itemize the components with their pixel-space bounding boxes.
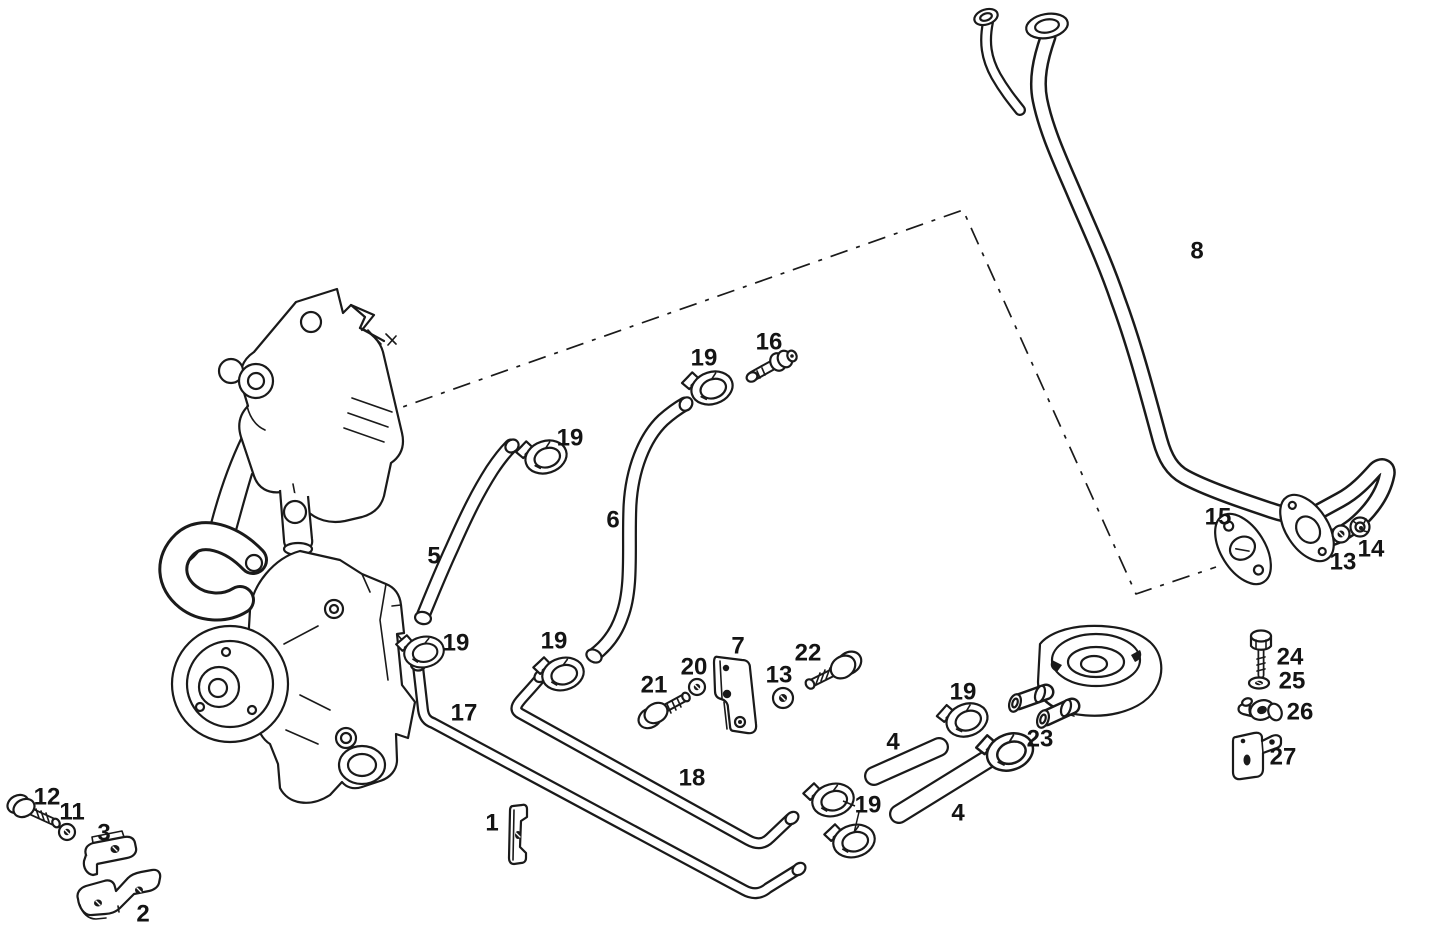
housing-bolt-hole bbox=[299, 310, 323, 334]
bolt-21 bbox=[637, 691, 691, 730]
washer-11 bbox=[57, 822, 77, 842]
clip-1 bbox=[507, 803, 529, 866]
hose-4a bbox=[864, 737, 949, 786]
callout-leader-19 bbox=[853, 811, 860, 834]
oil-cooler bbox=[1007, 624, 1163, 729]
callout-21-25: 21 bbox=[641, 671, 668, 698]
callout-leader-19 bbox=[842, 800, 856, 807]
callout-27-31: 27 bbox=[1270, 743, 1297, 770]
callout-11-9: 11 bbox=[59, 798, 84, 825]
callout-13-11: 13 bbox=[766, 661, 793, 688]
clamp-19-c bbox=[530, 647, 589, 698]
callout-19-18: 19 bbox=[557, 424, 584, 451]
callout-8-8: 8 bbox=[1190, 237, 1203, 264]
callout-19-19: 19 bbox=[691, 344, 718, 371]
callout-2-1: 2 bbox=[136, 900, 149, 927]
callout-4-3: 4 bbox=[886, 728, 900, 755]
clamp-19-f bbox=[800, 773, 859, 824]
bracket-2 bbox=[76, 868, 162, 920]
callout-16-15: 16 bbox=[756, 328, 783, 355]
washer-13-mid bbox=[771, 686, 795, 710]
pipe-8-flange bbox=[1279, 493, 1335, 563]
callout-25-29: 25 bbox=[1279, 667, 1306, 694]
clip-nut-26 bbox=[1237, 697, 1283, 722]
phantom-boundary-line bbox=[339, 209, 1217, 595]
callout-6-6: 6 bbox=[606, 506, 619, 533]
clamp-19-g bbox=[821, 814, 880, 865]
callout-1-0: 1 bbox=[485, 809, 498, 836]
callout-19-20: 19 bbox=[443, 629, 470, 656]
thermostat-housing bbox=[238, 287, 405, 524]
callout-26-30: 26 bbox=[1287, 698, 1314, 725]
callout-4-4: 4 bbox=[951, 799, 965, 826]
callout-3-2: 3 bbox=[97, 819, 110, 846]
washer-20 bbox=[687, 677, 707, 697]
hose-4b bbox=[889, 749, 998, 824]
callout-7-7: 7 bbox=[731, 632, 744, 659]
fitting-16 bbox=[745, 349, 798, 383]
callout-13-12: 13 bbox=[1330, 548, 1357, 575]
clamp-19-b bbox=[393, 627, 448, 674]
bolt-24 bbox=[1249, 629, 1273, 679]
gasket-15 bbox=[1214, 512, 1272, 586]
hose-5 bbox=[413, 438, 520, 626]
bolt-22 bbox=[804, 650, 863, 690]
bolt-12 bbox=[6, 793, 61, 829]
callout-23-27: 23 bbox=[1027, 725, 1054, 752]
callout-15-14: 15 bbox=[1205, 503, 1232, 530]
washer-13-right bbox=[1331, 524, 1351, 544]
callout-19-23: 19 bbox=[855, 791, 882, 818]
nut-14 bbox=[1349, 516, 1371, 538]
water-pump-assembly bbox=[158, 287, 417, 804]
washer-25 bbox=[1247, 676, 1271, 690]
callout-17-16: 17 bbox=[451, 699, 478, 726]
callout-24-28: 24 bbox=[1277, 643, 1304, 670]
callout-12-10: 12 bbox=[34, 783, 61, 810]
callout-20-24: 20 bbox=[681, 653, 708, 680]
bracket-27 bbox=[1231, 731, 1283, 781]
hose-6 bbox=[585, 396, 694, 664]
bracket-7 bbox=[712, 655, 758, 735]
bracket-3 bbox=[82, 830, 138, 877]
callout-19-22: 19 bbox=[950, 678, 977, 705]
callout-18-17: 18 bbox=[679, 764, 706, 791]
pipe-8 bbox=[973, 7, 1396, 548]
callout-19-21: 19 bbox=[541, 627, 568, 654]
callout-22-26: 22 bbox=[795, 639, 822, 666]
callout-5-5: 5 bbox=[427, 542, 440, 569]
callout-14-13: 14 bbox=[1358, 535, 1385, 562]
